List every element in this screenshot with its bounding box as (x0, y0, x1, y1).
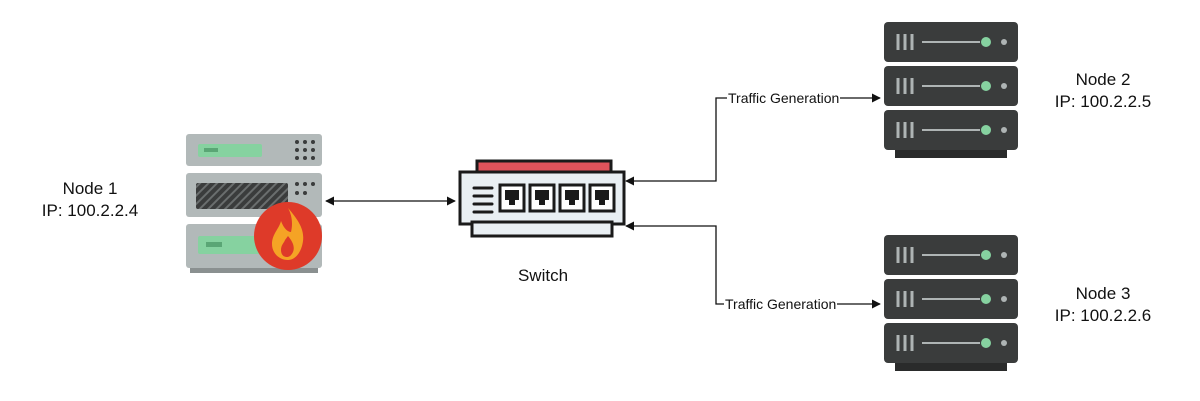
node1-name: Node 1 (62, 179, 118, 198)
network-switch-icon (458, 159, 626, 238)
edge-switch-node2 (625, 93, 881, 186)
node2-name: Node 2 (1075, 70, 1131, 89)
edge-label-node3: Traffic Generation (724, 295, 838, 313)
node3-server-rack-icon (884, 235, 1018, 371)
node3-name: Node 3 (1075, 284, 1131, 303)
node3-ip: IP: 100.2.2.6 (1054, 306, 1152, 325)
node1-label: Node 1 IP: 100.2.2.4 (30, 178, 150, 222)
firewall-flame-icon (254, 202, 322, 270)
switch-label: Switch (517, 266, 569, 285)
node2-label: Node 2 IP: 100.2.2.5 (1043, 69, 1163, 113)
node2-ip: IP: 100.2.2.5 (1054, 92, 1152, 111)
node1-ip: IP: 100.2.2.4 (41, 201, 139, 220)
edge-switch-node3 (625, 221, 881, 309)
edge-label-node2: Traffic Generation (727, 89, 841, 107)
node2-server-rack-icon (884, 22, 1018, 158)
node3-label: Node 3 IP: 100.2.2.6 (1043, 283, 1163, 327)
